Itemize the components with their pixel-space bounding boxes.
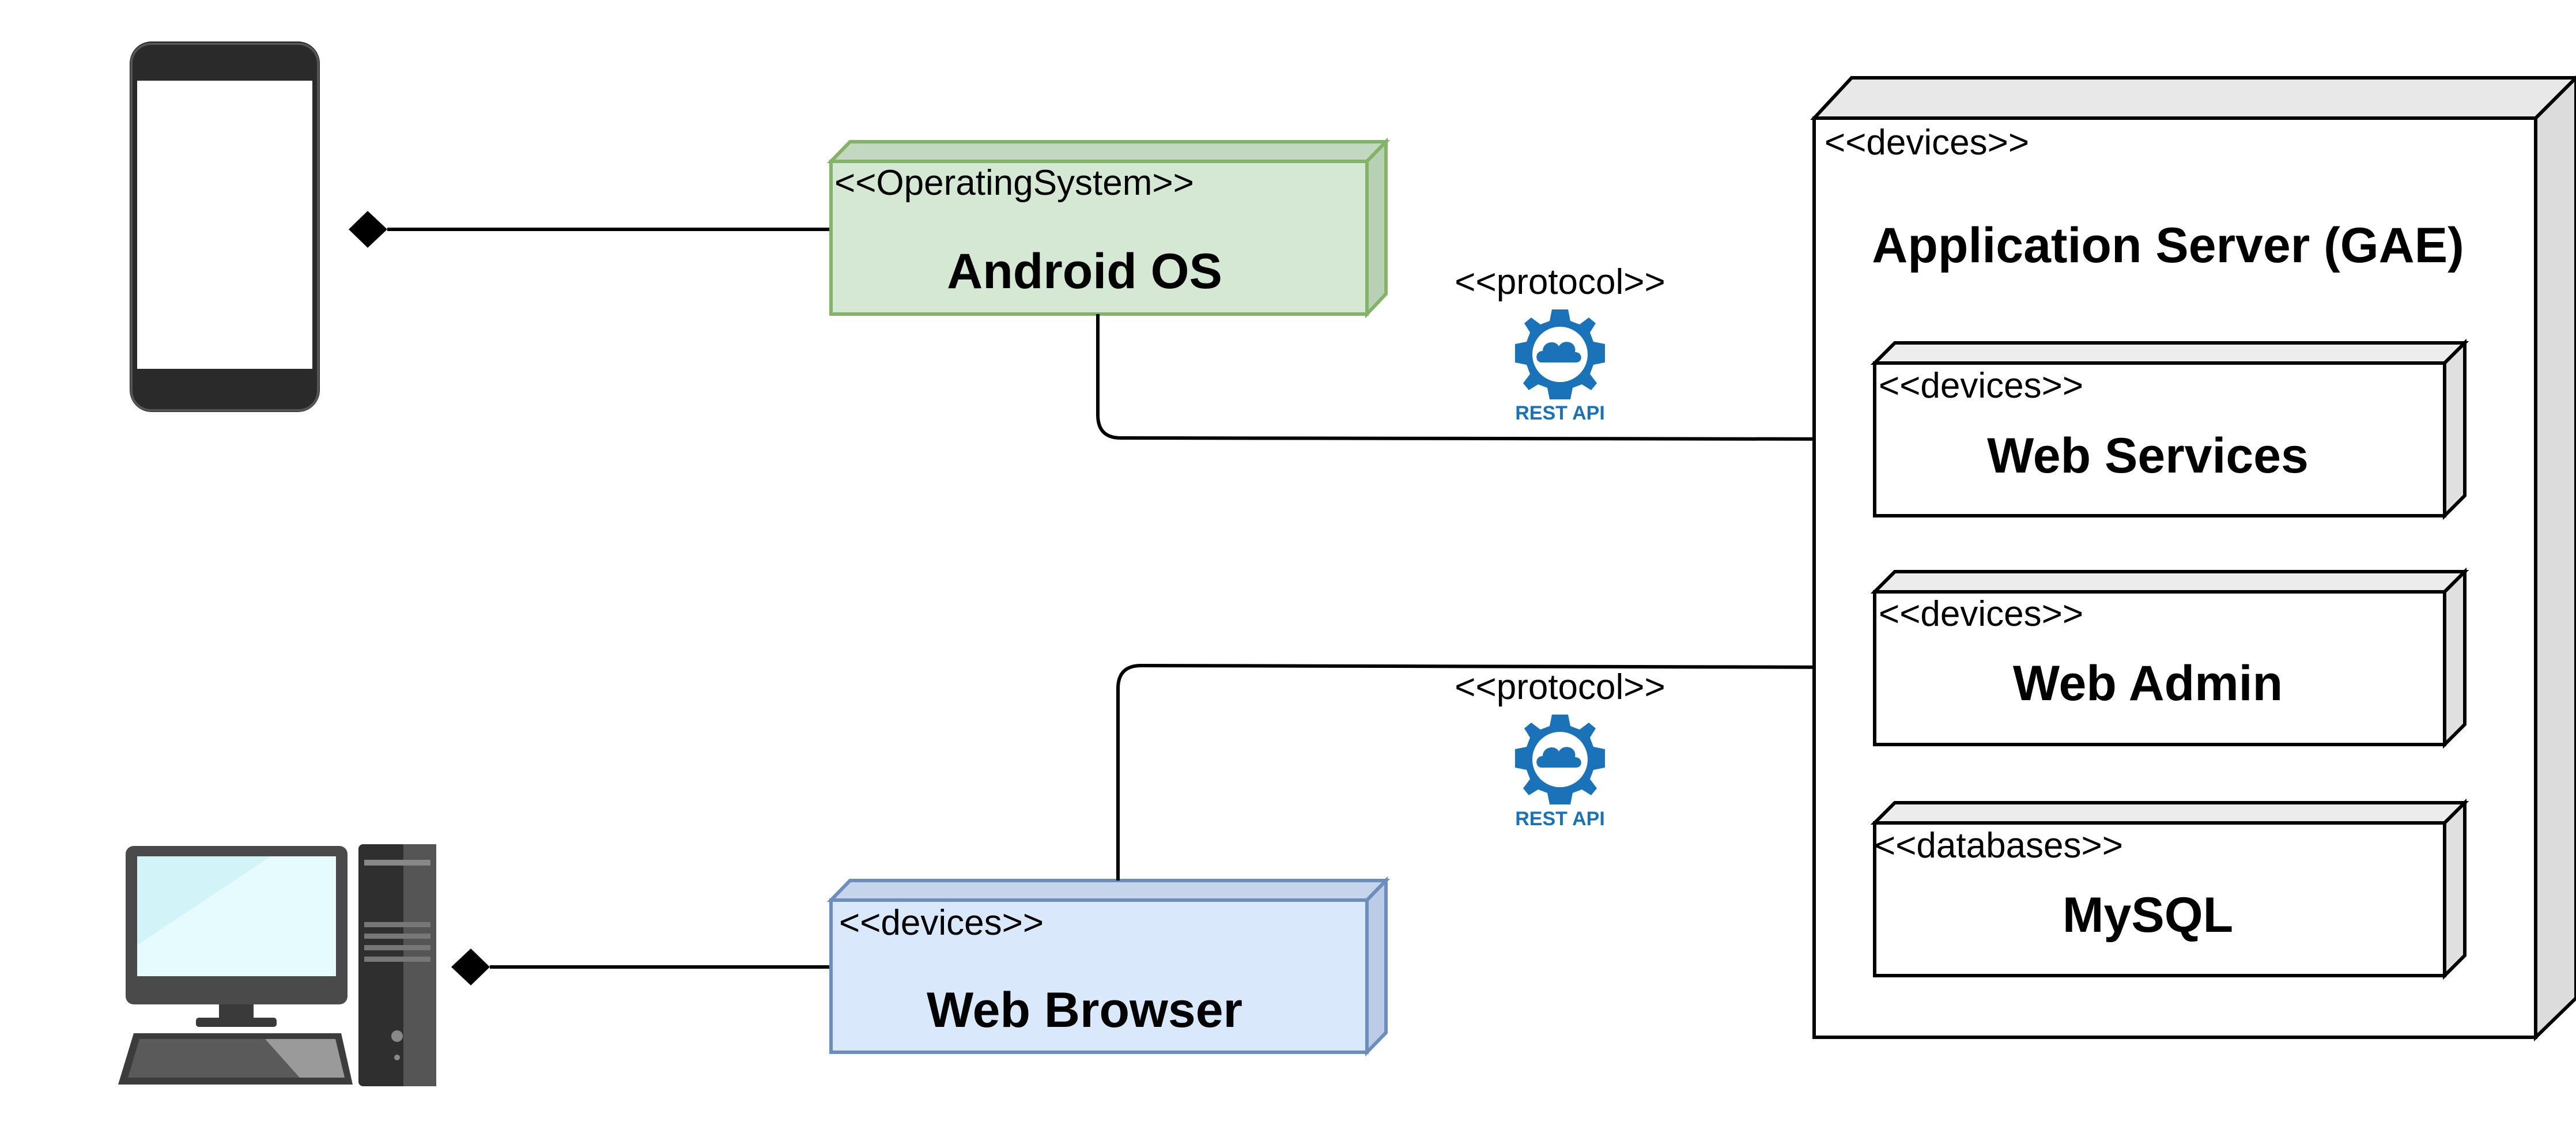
web-browser-node[interactable]: <<devices>> Web Browser <box>826 876 1391 1057</box>
phone-to-android-link <box>349 211 831 248</box>
app-server-stereotype: <<devices>> <box>1825 123 2029 163</box>
web-admin-title: Web Admin <box>2013 656 2283 711</box>
web-browser-title: Web Browser <box>927 983 1242 1038</box>
android-to-webservices-link <box>1096 314 1875 441</box>
mysql-stereotype: <<databases>> <box>1875 826 2123 866</box>
protocol-top-stereotype: <<protocol>> <box>1455 262 1665 302</box>
web-browser-stereotype: <<devices>> <box>839 903 1044 943</box>
mysql-node[interactable]: <<databases>> MySQL <box>1870 798 2469 980</box>
web-services-title: Web Services <box>1987 428 2309 483</box>
android-os-stereotype: <<OperatingSystem>> <box>834 163 1194 203</box>
protocol-connector-top: <<protocol>> REST API <box>1455 262 1665 424</box>
web-services-node[interactable]: <<devices>> Web Services <box>1870 338 2469 520</box>
desktop-to-browser-link <box>451 949 831 985</box>
rest-api-gear-cloud-icon <box>1515 715 1605 804</box>
android-os-node[interactable]: <<OperatingSystem>> Android OS <box>826 137 1391 319</box>
rest-api-top-label: REST API <box>1515 402 1605 424</box>
web-admin-node[interactable]: <<devices>> Web Admin <box>1870 567 2469 749</box>
rest-api-gear-cloud-icon <box>1515 309 1605 399</box>
mysql-title: MySQL <box>2063 887 2233 943</box>
desktop-computer-icon <box>118 844 436 1086</box>
web-services-stereotype: <<devices>> <box>1879 366 2083 406</box>
rest-api-bottom-label: REST API <box>1515 808 1605 830</box>
android-os-title: Android OS <box>947 244 1222 299</box>
smartphone-icon <box>130 41 320 412</box>
web-admin-stereotype: <<devices>> <box>1879 594 2083 634</box>
app-server-title: Application Server (GAE) <box>1872 218 2464 273</box>
protocol-connector-bottom: <<protocol>> REST API <box>1455 667 1665 830</box>
protocol-bottom-stereotype: <<protocol>> <box>1455 667 1665 707</box>
browser-to-webadmin-link <box>1116 663 1875 881</box>
